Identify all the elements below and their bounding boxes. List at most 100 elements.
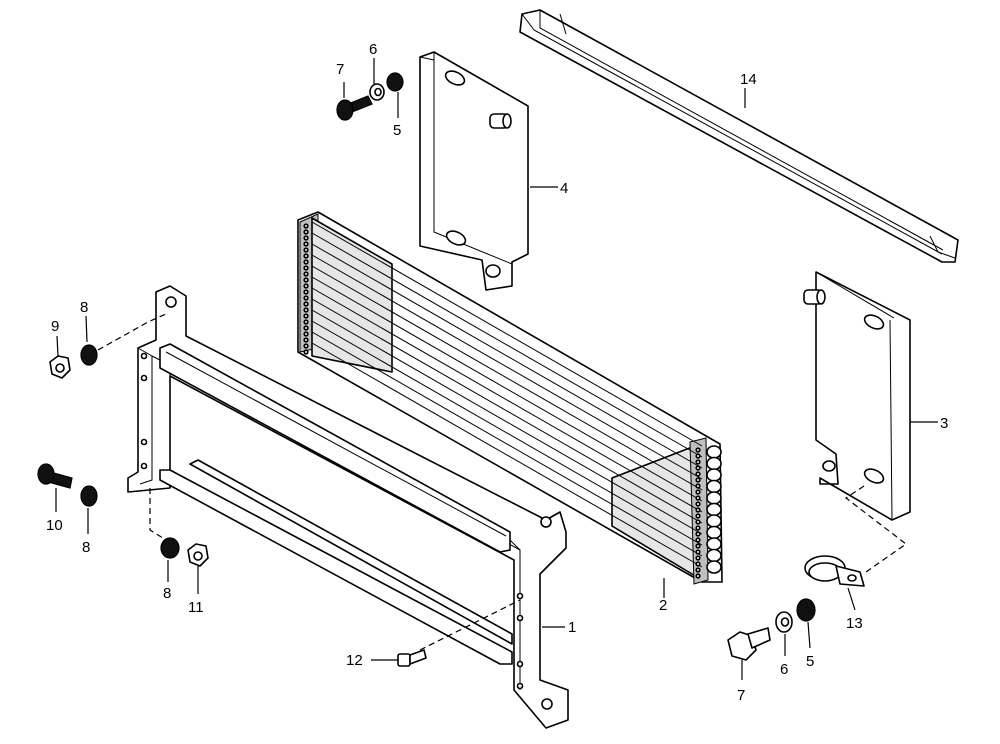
callout-13: 13 [846, 615, 863, 632]
return-bend [706, 525, 722, 540]
stud [803, 289, 826, 305]
header-hole [695, 561, 701, 567]
header-hole [303, 313, 309, 319]
header-hole [695, 489, 701, 495]
header-hole [695, 525, 701, 531]
header-hole [303, 259, 309, 265]
header-hole [303, 319, 309, 325]
leader-lines [55, 58, 938, 680]
header-hole [695, 531, 701, 537]
condenser-tube [311, 243, 703, 469]
washer-part-8-left-bottom [80, 485, 98, 507]
condenser-tube [311, 276, 703, 502]
header-hole [303, 229, 309, 235]
condenser-tubes [311, 221, 703, 568]
bracket-part-3 [803, 271, 911, 521]
condenser-tube [311, 287, 703, 513]
condenser-tube [311, 309, 703, 535]
nut-part-9 [49, 355, 71, 379]
condenser-tube [311, 265, 703, 491]
callout-3: 3 [940, 415, 948, 432]
condenser-tube [311, 320, 703, 546]
bolt-part-10 [37, 463, 73, 489]
callout-6-upper: 6 [369, 41, 377, 58]
rail-part-14 [519, 9, 959, 263]
header-hole [695, 567, 701, 573]
callout-2: 2 [659, 597, 667, 614]
header-hole [303, 235, 309, 241]
header-hole [303, 337, 309, 343]
header-hole [303, 283, 309, 289]
callout-5-upper: 5 [393, 122, 401, 139]
bolt-part-7-lower [727, 627, 771, 661]
lock-washer-part-6-upper [369, 83, 385, 101]
condenser-tube [311, 221, 703, 447]
header-holes-right [695, 447, 701, 579]
header-hole [695, 447, 701, 453]
return-bend [706, 514, 722, 528]
return-bends [706, 445, 722, 574]
return-bend [706, 548, 722, 563]
callout-8-lower: 8 [163, 585, 171, 602]
callout-6-lower: 6 [780, 661, 788, 678]
header-holes-left [303, 223, 309, 355]
header-hole [303, 295, 309, 301]
header-hole [695, 537, 701, 543]
return-bend [706, 560, 722, 574]
header-hole [695, 453, 701, 459]
header-hole [695, 483, 701, 489]
header-hole [695, 513, 701, 519]
stud [489, 113, 512, 129]
washer-part-8-lower [160, 537, 180, 559]
condenser-tube [311, 298, 703, 524]
return-bend [706, 479, 722, 494]
header-hole [303, 289, 309, 295]
washer-part-8-left-top [80, 344, 98, 366]
header-hole [695, 555, 701, 561]
callout-10: 10 [46, 517, 63, 534]
return-bend [706, 502, 722, 517]
callout-11: 11 [188, 599, 204, 616]
header-hole [303, 331, 309, 337]
screw-part-12 [397, 649, 427, 667]
lock-washer-part-6-lower [775, 611, 793, 633]
callout-14: 14 [740, 71, 757, 88]
header-hole [695, 501, 701, 507]
callout-9: 9 [51, 318, 59, 335]
return-bend [706, 491, 722, 505]
header-hole [303, 241, 309, 247]
return-bend [706, 456, 722, 471]
header-hole [303, 271, 309, 277]
return-bend [706, 445, 722, 459]
header-hole [695, 495, 701, 501]
washer-part-5-upper [386, 72, 404, 92]
header-hole [303, 247, 309, 253]
header-hole [303, 301, 309, 307]
header-hole [303, 325, 309, 331]
callout-5-lower: 5 [806, 653, 814, 670]
callout-12: 12 [346, 652, 363, 669]
condenser-core-part-2 [297, 211, 723, 585]
header-hole [303, 265, 309, 271]
callout-8-left-bottom: 8 [82, 539, 90, 556]
header-hole [695, 459, 701, 465]
header-hole [695, 477, 701, 483]
nut-part-11 [187, 543, 209, 567]
header-hole [695, 543, 701, 549]
frame-part-1 [127, 285, 569, 729]
callout-1: 1 [568, 619, 576, 636]
header-hole [695, 549, 701, 555]
washer-part-5-lower [796, 598, 816, 622]
return-bend [706, 537, 722, 551]
header-hole [303, 307, 309, 313]
return-bend [706, 468, 722, 482]
header-hole [303, 253, 309, 259]
header-hole [695, 507, 701, 513]
header-hole [695, 519, 701, 525]
header-hole [695, 465, 701, 471]
clamp-part-13 [804, 555, 865, 587]
callout-7-lower: 7 [737, 687, 745, 704]
header-hole [303, 223, 309, 229]
assembly-lines [97, 313, 908, 651]
